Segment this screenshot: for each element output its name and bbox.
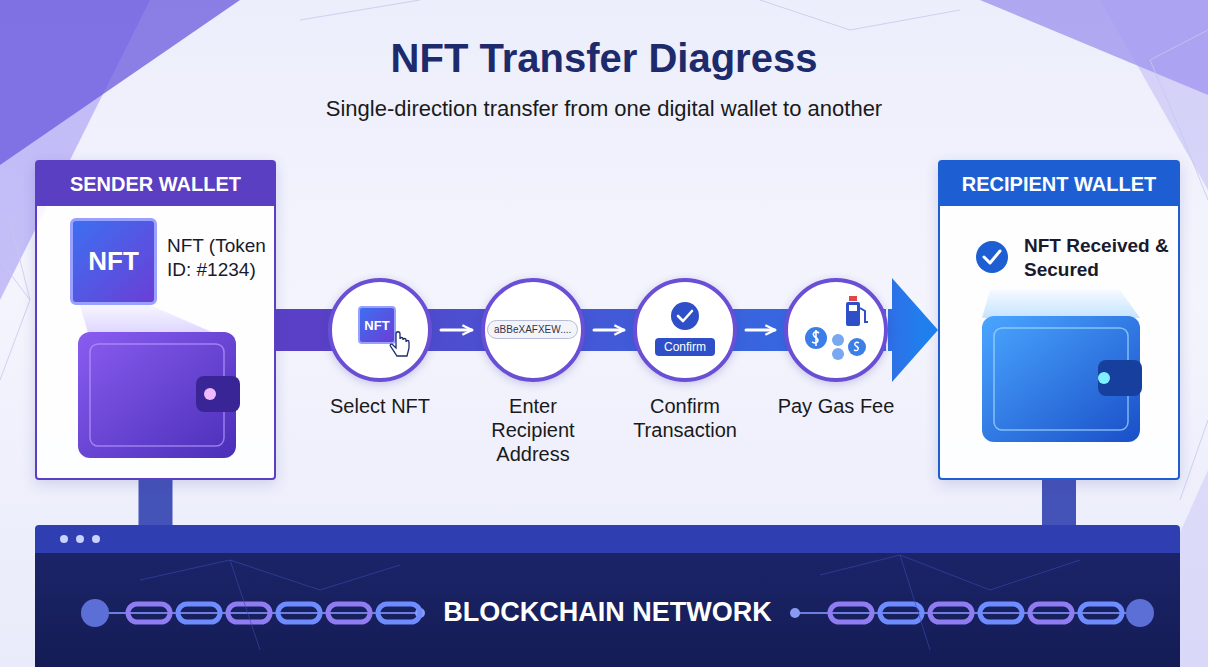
support-post: [139, 480, 173, 525]
chain-link: [328, 604, 370, 622]
glow: [982, 290, 1140, 318]
wallet-inner: [994, 328, 1128, 430]
chain-link: [880, 604, 922, 622]
window-dot: [60, 535, 68, 543]
check-icon: [671, 302, 699, 330]
chain-line: [95, 612, 420, 614]
band-label: BLOCKCHAIN NETWORK: [35, 597, 1180, 628]
gas-pump-top: [849, 296, 857, 301]
chain-right: [790, 599, 1154, 627]
step-node: Enter Recipient Address aBBeXAFXEW....: [468, 278, 598, 466]
band-dots: [60, 535, 100, 543]
window-dot: [76, 535, 84, 543]
sender-wallet-icon: [78, 332, 236, 458]
gas-pump-icon: [846, 302, 860, 326]
gas-pump-hose: [860, 308, 868, 322]
corner-shape: [0, 0, 240, 165]
wallet-clasp: [1098, 360, 1142, 396]
network-lines: [0, 0, 1208, 500]
network-line: [0, 220, 30, 380]
wallet-panel: SENDER WALLET NFT (Token ID: #1234) NFT: [35, 160, 276, 480]
chain-link: [278, 604, 320, 622]
chain-node: [1126, 599, 1154, 627]
panel-note: NFT Received & Secured: [1024, 234, 1174, 282]
chain-node: [415, 608, 425, 618]
step-arrow: [441, 329, 472, 332]
chain-left: [81, 599, 425, 627]
band-network: [140, 555, 1080, 650]
chain-node: [81, 599, 109, 627]
address-text: aBBeXAFXEW....: [494, 324, 571, 335]
step-circle: [633, 278, 737, 382]
step-arrow: [594, 329, 624, 332]
panel-heading: SENDER WALLET: [37, 162, 274, 206]
panel-note: NFT (Token ID: #1234): [167, 234, 271, 282]
wallet-inner: [90, 344, 224, 446]
network-line: [140, 555, 1080, 650]
blockchain-band: BLOCKCHAIN NETWORK: [35, 525, 1180, 667]
recipient-wallet-icon: [982, 316, 1140, 442]
support-post: [1042, 480, 1076, 525]
flow-band-segment: [276, 309, 328, 351]
chain-line: [795, 612, 1140, 614]
nft-mini-tile: NFT: [358, 306, 396, 344]
coin-sign: [812, 330, 819, 346]
chain-link: [178, 604, 220, 622]
wallet-panel: RECIPIENT WALLET NFT Received & Secured: [938, 160, 1180, 480]
diagram-caption: Single-direction transfer from one digit…: [0, 96, 1208, 122]
step-label: Select NFT: [315, 394, 445, 418]
step-label: Enter Recipient Address: [468, 394, 598, 466]
check-icon: [976, 241, 1008, 273]
chain-link: [980, 604, 1022, 622]
check-mark: [678, 311, 692, 321]
step-node: Confirm Transaction Confirm: [620, 278, 750, 442]
wallet-button: [1098, 372, 1110, 384]
glow: [80, 305, 230, 340]
chain-link: [1080, 604, 1122, 622]
wallet-clasp: [196, 376, 240, 412]
chain-link: [228, 604, 270, 622]
step-label: Confirm Transaction: [620, 394, 750, 442]
chain-link: [128, 604, 170, 622]
panel-heading: RECIPIENT WALLET: [940, 162, 1178, 206]
hand-cursor: [390, 332, 409, 356]
address-field: aBBeXAFXEW....: [487, 320, 578, 339]
chain-link: [830, 604, 872, 622]
nft-tile: NFT: [70, 218, 157, 305]
chain-link: [378, 604, 420, 622]
coin: [832, 334, 844, 346]
chain-node: [790, 608, 800, 618]
nft-label: NFT: [88, 246, 139, 277]
wallet-button: [204, 388, 216, 400]
chain-link: [1030, 604, 1072, 622]
nft-label: NFT: [364, 318, 389, 333]
coin: [805, 327, 827, 349]
diagram-title: NFT Transfer Diagress: [0, 36, 1208, 81]
transfer-arrow: [888, 278, 938, 382]
check-mark: [984, 251, 1000, 263]
step-label: Pay Gas Fee: [771, 394, 901, 418]
step-arrow: [746, 329, 775, 332]
step-circle: [784, 278, 888, 382]
coin: [832, 348, 844, 360]
window-dot: [92, 535, 100, 543]
coin-sign: [854, 342, 859, 350]
chain-link: [930, 604, 972, 622]
confirm-button: Confirm: [655, 338, 715, 356]
network-line: [300, 0, 960, 30]
step-node: Select NFT NFT: [315, 278, 445, 418]
step-node: Pay Gas Fee: [771, 278, 901, 418]
coin: [848, 338, 866, 356]
gas-pump-window: [849, 305, 857, 311]
button-label: Confirm: [664, 340, 706, 354]
